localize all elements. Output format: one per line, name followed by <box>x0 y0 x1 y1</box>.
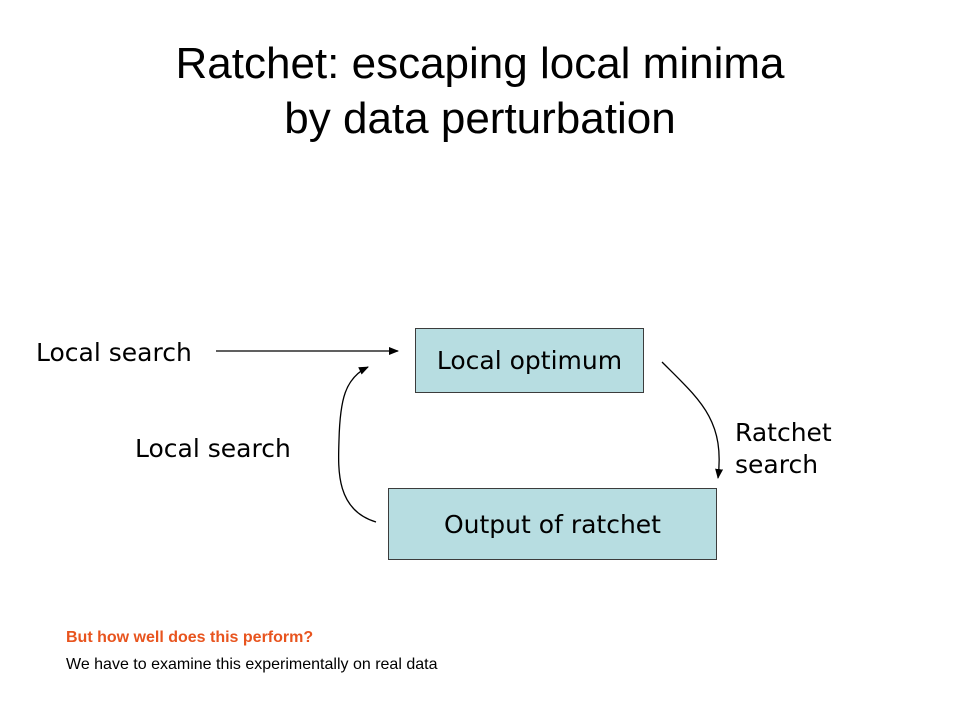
ratchet-search-label-line-1: Ratchet <box>735 418 832 447</box>
arrow-output-to-optimum <box>337 366 377 523</box>
arrow-optimum-to-output <box>661 361 724 479</box>
footer-notes: But how well does this perform? We have … <box>66 624 437 678</box>
output-of-ratchet-text: Output of ratchet <box>443 509 661 539</box>
slide-title: Ratchet: escaping local minima by data p… <box>0 36 960 146</box>
ratchet-search-label: Ratchet search <box>735 417 832 481</box>
local-search-label-top: Local search <box>36 338 192 367</box>
local-search-label-mid: Local search <box>135 434 291 463</box>
ratchet-search-label-line-2: search <box>735 450 819 479</box>
slide-title-line-1: Ratchet: escaping local minima <box>175 39 785 88</box>
local-optimum-box: Local optimum <box>415 328 644 393</box>
output-of-ratchet-box: Output of ratchet <box>388 488 717 560</box>
footer-question: But how well does this perform? <box>66 629 314 646</box>
local-optimum-text: Local optimum <box>436 346 623 375</box>
footer-note: We have to examine this experimentally o… <box>66 656 438 673</box>
slide-title-line-2: by data perturbation <box>284 94 676 143</box>
